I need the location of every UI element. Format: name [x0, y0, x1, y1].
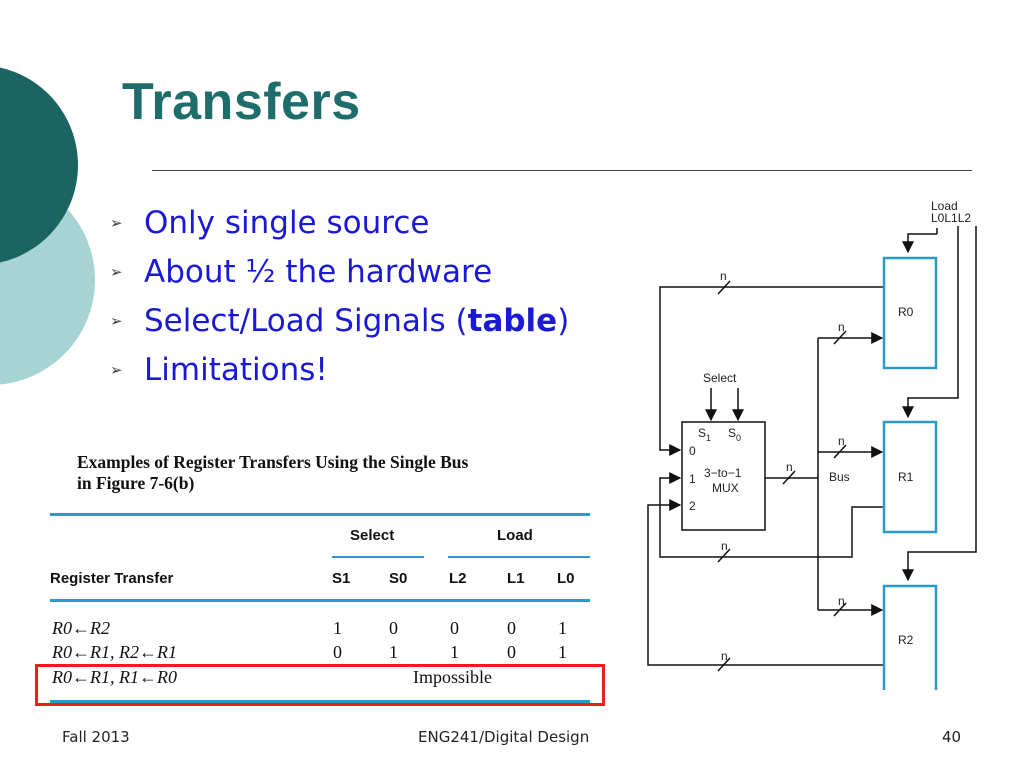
- table-row-2-l2: 1: [450, 642, 459, 662]
- footer-page-number: 40: [942, 728, 962, 746]
- table-caption-line2: in Figure 7-6(b): [77, 473, 195, 493]
- mux-s1-label: S1: [698, 426, 711, 443]
- register-r2-box: [882, 584, 938, 690]
- table-header-l2: L2: [449, 570, 467, 587]
- table-top-rule: [50, 513, 590, 516]
- width-label: n: [838, 594, 845, 608]
- impossible-row-highlight: [35, 664, 605, 706]
- select-label: Select: [703, 371, 737, 385]
- bullet-text: Limitations!: [144, 352, 328, 388]
- bullet-arrow-icon: ➢: [110, 263, 123, 281]
- register-r0-label: R0: [898, 305, 914, 319]
- load-label: Load: [931, 199, 958, 213]
- table-header-s0: S0: [389, 570, 408, 587]
- table-caption: Examples of Register Transfers Using the…: [77, 452, 590, 494]
- width-label: n: [721, 539, 728, 553]
- table-caption-line1: Examples of Register Transfers Using the…: [77, 452, 469, 472]
- table-row-1-l1: 0: [507, 618, 516, 638]
- table-row-2-s0: 1: [389, 642, 398, 662]
- register-r2-label: R2: [898, 633, 914, 647]
- mux-input-1-label: 1: [689, 472, 696, 486]
- load-signals-label: L0L1L2: [931, 211, 971, 225]
- table-row-1-s1: 1: [333, 618, 342, 638]
- table-row-2-l0: 1: [558, 642, 567, 662]
- table-row-3-transfer: R0←R1, R1←R0: [52, 667, 177, 687]
- bullet-arrow-icon: ➢: [110, 312, 123, 330]
- register-r1-label: R1: [898, 470, 914, 484]
- title-divider: [152, 170, 972, 171]
- bullet-text-bold: table: [467, 303, 558, 339]
- bullet-item: ➢ Select/Load Signals (table): [108, 298, 569, 347]
- table-select-rule: [332, 556, 424, 558]
- bullet-list: ➢ Only single source ➢ About ½ the hardw…: [108, 200, 569, 396]
- table-row-1-transfer: R0←R2: [52, 618, 110, 638]
- footer-course: ENG241/Digital Design: [418, 728, 590, 746]
- decorative-circle-dark: [0, 67, 78, 263]
- width-label: n: [838, 434, 845, 448]
- width-label: n: [720, 269, 727, 283]
- table-header-transfer: Register Transfer: [50, 570, 174, 587]
- decorative-circles: [0, 67, 95, 385]
- bullet-text: About ½ the hardware: [144, 254, 493, 290]
- width-label: n: [721, 649, 728, 663]
- table-load-rule: [448, 556, 590, 558]
- slide-title: Transfers: [122, 73, 361, 131]
- single-bus-diagram: Load L0L1L2 Select S1 S0 0 1 2 3−to−1 MU…: [647, 199, 977, 690]
- table-row-2-transfer: R0←R1, R2←R1: [52, 642, 177, 662]
- table-row-2-l1: 0: [507, 642, 516, 662]
- table-header-rule: [50, 599, 590, 602]
- bullet-text-pre: Select/Load Signals (: [144, 303, 468, 339]
- table-row-2-s1: 0: [333, 642, 342, 662]
- mux-name-label: MUX: [712, 481, 739, 495]
- table-row-1-l0: 1: [558, 618, 567, 638]
- table-row-1-l2: 0: [450, 618, 459, 638]
- table-bottom-rule: [50, 700, 590, 703]
- width-label: n: [786, 460, 793, 474]
- table-header-l0: L0: [557, 570, 575, 587]
- width-label: n: [838, 320, 845, 334]
- bullet-arrow-icon: ➢: [110, 361, 123, 379]
- bullet-text-post: ): [557, 303, 570, 339]
- register-r1-box: [882, 420, 938, 534]
- register-r0-box: [882, 256, 938, 370]
- table-header-l1: L1: [507, 570, 525, 587]
- mux-type-label: 3−to−1: [704, 466, 742, 480]
- mux-box: [681, 421, 766, 531]
- table-header-s1: S1: [332, 570, 351, 587]
- table-row-1-s0: 0: [389, 618, 398, 638]
- mux-s0-label: S0: [728, 426, 741, 443]
- register-transfer-table: Examples of Register Transfers Using the…: [50, 452, 590, 494]
- mux-input-0-label: 0: [689, 444, 696, 458]
- table-group-select: Select: [350, 527, 395, 544]
- bus-label: Bus: [829, 470, 850, 484]
- bullet-item: ➢ Only single source: [108, 200, 569, 249]
- footer-date: Fall 2013: [62, 728, 130, 746]
- table-group-load: Load: [497, 527, 533, 544]
- bullet-item: ➢ About ½ the hardware: [108, 249, 569, 298]
- bullet-arrow-icon: ➢: [110, 214, 123, 232]
- bullet-text: Only single source: [144, 205, 430, 241]
- table-row-3-note: Impossible: [413, 667, 492, 687]
- mux-input-2-label: 2: [689, 499, 696, 513]
- bullet-item: ➢ Limitations!: [108, 347, 569, 396]
